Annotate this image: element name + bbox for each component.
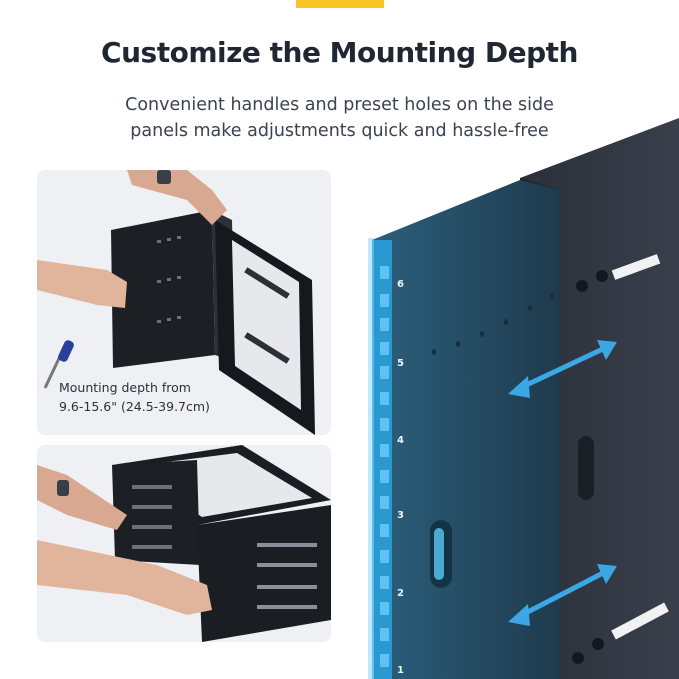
page-title: Customize the Mounting Depth (101, 36, 578, 69)
rack-number-1: 1 (397, 665, 404, 676)
caption-line-1: Mounting depth from (59, 380, 191, 395)
accent-bar (296, 0, 384, 8)
rack-number-3: 3 (397, 510, 404, 521)
rack-number-5: 5 (397, 358, 404, 369)
rack-number-6: 6 (397, 279, 404, 290)
photo-open-rack (37, 445, 331, 642)
caption-line-2: 9.6-15.6" (24.5-39.7cm) (59, 399, 210, 414)
rack-number-4: 4 (397, 435, 404, 446)
subtitle-line-1: Convenient handles and preset holes on t… (125, 95, 554, 115)
mounting-depth-caption: Mounting depth from 9.6-15.6" (24.5-39.7… (59, 378, 210, 416)
subtitle-line-2: panels make adjustments quick and hassle… (130, 121, 549, 141)
page-subtitle: Convenient handles and preset holes on t… (0, 92, 679, 144)
rack-number-2: 2 (397, 588, 404, 599)
photo-folded-rack: Mounting depth from 9.6-15.6" (24.5-39.7… (37, 170, 331, 435)
